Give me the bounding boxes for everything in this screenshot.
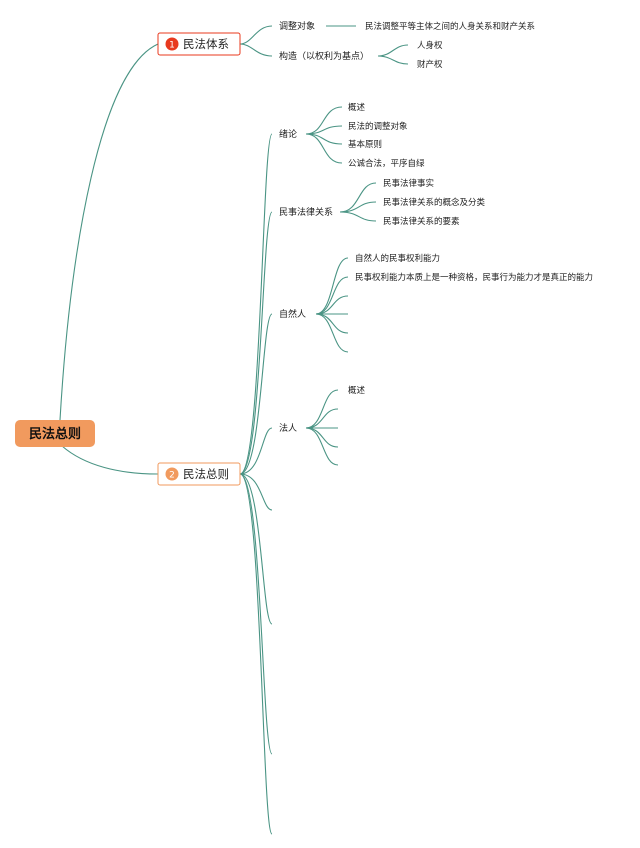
edge-faren-1: [305, 389, 339, 429]
leaf-zrr-2[interactable]: 民事权利能力本质上是一种资格，民事行为能力才是真正的能力: [355, 272, 593, 283]
edge-xulun-4: [305, 133, 343, 164]
root-node-box: [15, 420, 95, 447]
edge-b2-c2: [239, 211, 273, 475]
edge-zrr-2: [315, 276, 349, 315]
branch-1-badge: [165, 37, 179, 51]
edge-b2-e6: [239, 473, 273, 625]
leaf-renshenquan[interactable]: 人身权: [417, 40, 443, 51]
node-xulun[interactable]: 绪论: [279, 128, 297, 140]
edge-msflgx-2: [339, 201, 377, 213]
leaf-xulun-1[interactable]: 概述: [348, 102, 366, 113]
edge-b2-c1: [239, 133, 273, 475]
edge-b1-c2: [239, 43, 273, 57]
edge-b2-e7: [239, 473, 273, 755]
edge-root-to-branch1: [59, 43, 159, 421]
edge-root-to-branch2: [61, 445, 159, 475]
leaf-msflgx-3[interactable]: 民事法律关系的要素: [383, 216, 460, 227]
branch-2-box: [157, 462, 241, 486]
edge-msflgx-3: [339, 211, 377, 222]
branch-2-badge: [165, 467, 179, 481]
leaf-msflgx-2[interactable]: 民事法律关系的概念及分类: [383, 197, 486, 208]
edge-b2-c4: [239, 427, 273, 475]
node-minshi-falv-guanxi[interactable]: 民事法律关系: [279, 206, 333, 218]
edge-zrr-6: [315, 313, 349, 353]
leaf-xulun-4[interactable]: 公诚合法，平序自绿: [348, 158, 425, 169]
edge-faren-5: [305, 427, 339, 466]
branch-1-number: 1: [169, 41, 175, 51]
leaf-caichanquan[interactable]: 财产权: [417, 59, 443, 70]
edge-zrr-3: [315, 295, 349, 315]
root-node[interactable]: 民法总则: [15, 420, 95, 447]
branch-2-label: 民法总则: [183, 467, 229, 481]
edge-b2-c3: [239, 313, 273, 475]
edge-b1-c2-leaf1: [377, 44, 409, 57]
leaf-tiaozheng-content[interactable]: 民法调整平等主体之间的人身关系和财产关系: [365, 21, 535, 32]
edge-msflgx-1: [339, 182, 377, 213]
node-ziranren[interactable]: 自然人: [279, 308, 306, 320]
branch-node-1[interactable]: 1 民法体系: [157, 32, 241, 56]
edge-b2-e8: [239, 473, 273, 835]
leaf-xulun-3[interactable]: 基本原则: [348, 139, 382, 150]
node-faren[interactable]: 法人: [279, 422, 297, 434]
edge-b2-e5: [239, 473, 273, 511]
leaf-zrr-1[interactable]: 自然人的民事权利能力: [355, 253, 440, 264]
root-label: 民法总则: [29, 426, 81, 442]
leaf-msflgx-1[interactable]: 民事法律事实: [383, 178, 434, 189]
branch-node-2[interactable]: 2 民法总则: [157, 462, 241, 486]
edge-b1-c1: [239, 25, 273, 45]
node-gouzao[interactable]: 构造（以权利为基点）: [279, 50, 369, 62]
leaf-xulun-2[interactable]: 民法的调整对象: [348, 121, 408, 132]
branch-2-number: 2: [169, 471, 175, 481]
node-tiaozheng-duixiang[interactable]: 调整对象: [279, 20, 315, 32]
branch-1-label: 民法体系: [183, 37, 229, 51]
edge-b1-c2-leaf2: [377, 55, 409, 65]
leaf-faren-1[interactable]: 概述: [348, 385, 366, 396]
branch-1-box: [157, 32, 241, 56]
